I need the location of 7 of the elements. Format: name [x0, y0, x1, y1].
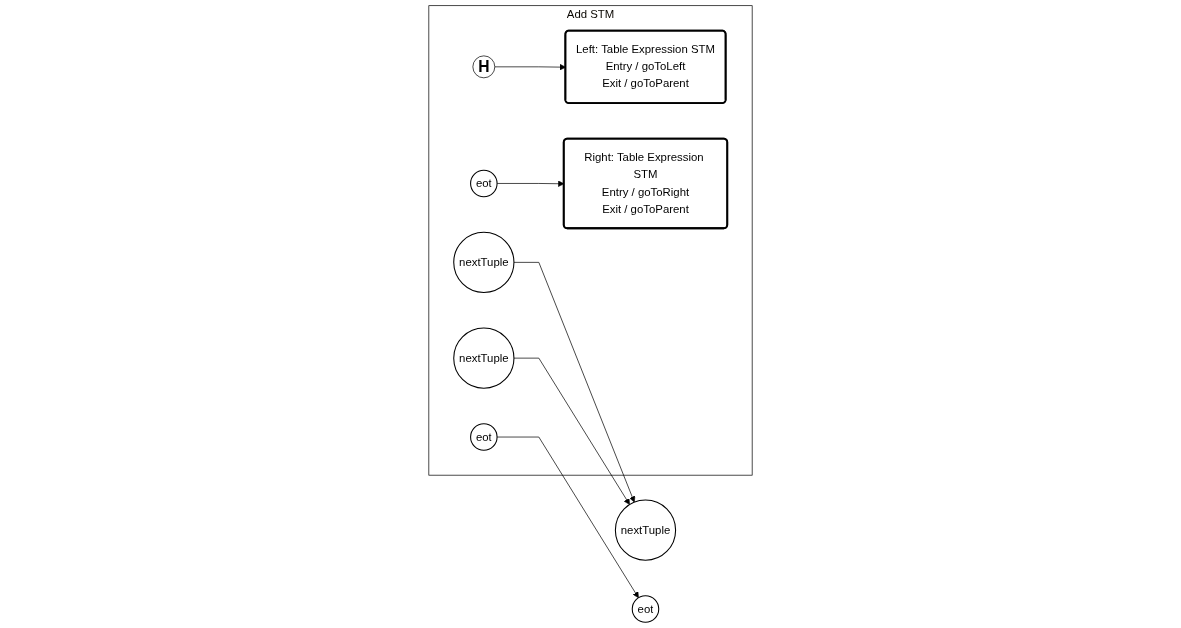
node-circle: eot	[470, 423, 498, 451]
node-circle: eot	[470, 169, 498, 198]
node-circle: nextTuple	[453, 327, 515, 389]
node-circle: eot	[631, 595, 660, 623]
node-circle: H	[472, 55, 496, 79]
node-circle: nextTuple	[453, 231, 515, 293]
node-circle: nextTuple	[614, 499, 677, 561]
